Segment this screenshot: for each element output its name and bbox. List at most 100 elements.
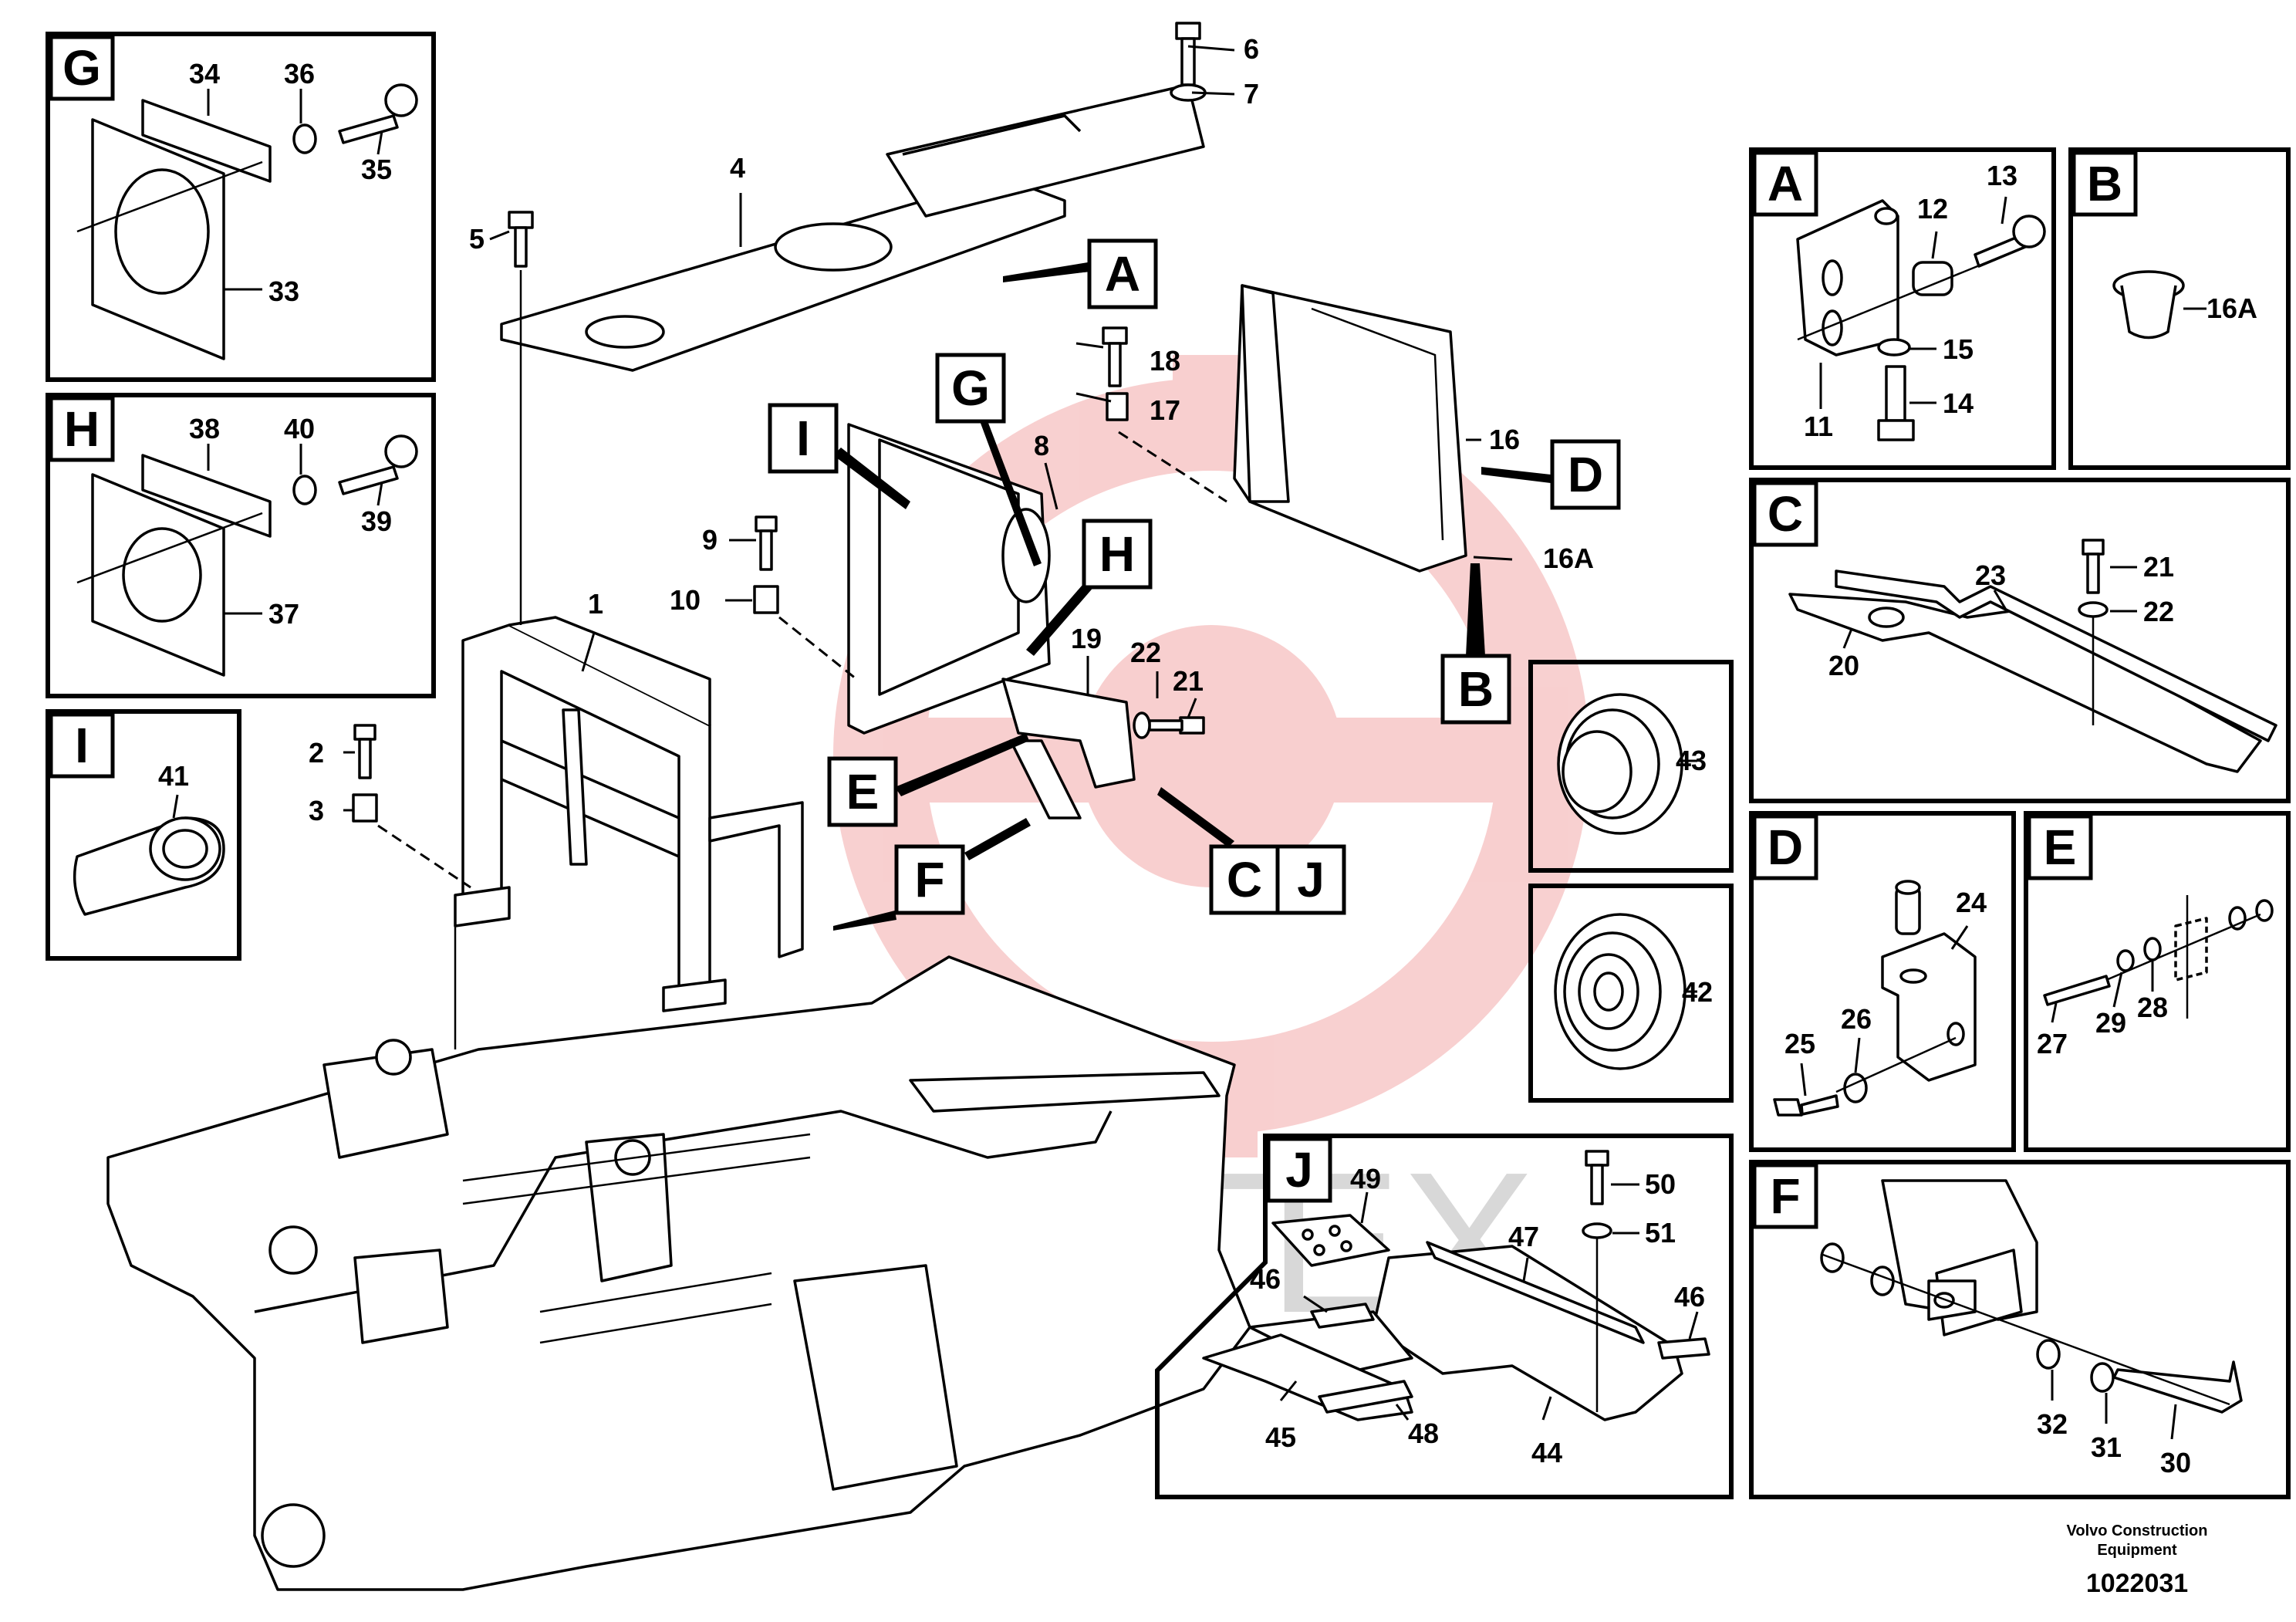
panel-A: A 12 13 15 14 11 [1749,147,2056,470]
label-42: 42 [1682,976,1713,1008]
label-19: 19 [1071,623,1102,654]
top-plate [500,83,1205,372]
label-28: 28 [2137,992,2168,1023]
label-47: 47 [1508,1221,1539,1252]
company-line-1: Volvo Construction [2067,1522,2208,1539]
panel-J: J 49 50 51 47 46 46 48 45 44 [1155,1134,1734,1499]
svg-text:A: A [1105,246,1140,302]
label-39: 39 [361,505,392,537]
panel-C: C 23 21 22 20 [1749,478,2291,803]
callout-H[interactable]: H [1026,519,1153,656]
label-24: 24 [1956,887,1987,918]
panel-B: B 16A [2068,147,2291,470]
callout-G[interactable]: G [935,353,1042,566]
label-25: 25 [1784,1028,1815,1059]
panel-E: E 27 29 28 [2024,811,2291,1152]
label-46-right: 46 [1674,1281,1705,1313]
company-line-2: Equipment [2097,1542,2177,1559]
callout-D[interactable]: D [1481,439,1621,510]
label-21: 21 [1173,665,1204,697]
svg-text:H: H [1099,526,1135,582]
panel-G: G 34 36 35 33 [46,32,436,382]
label-41: 41 [158,760,189,792]
panel-I: I 41 [46,709,241,961]
label-34: 34 [189,58,220,90]
label-35: 35 [361,154,392,185]
main-part-labels: 1 2 3 4 5 6 7 8 9 10 16 16A 17 18 19 21 … [309,33,1594,826]
label-11: 11 [1804,411,1833,442]
label-36: 36 [284,58,315,90]
label-10: 10 [670,584,701,616]
label-7: 7 [1244,78,1259,110]
label-40: 40 [284,413,315,444]
svg-text:C: C [1227,852,1262,907]
footer: Volvo Construction Equipment 1022031 [2067,1522,2208,1598]
label-5: 5 [469,223,485,255]
panel-H: H 38 40 39 37 [46,393,436,698]
label-50: 50 [1645,1168,1676,1200]
panel-F: F 32 31 30 [1749,1160,2291,1499]
label-22: 22 [1130,637,1161,668]
svg-text:F: F [914,852,944,907]
svg-text:J: J [1285,1142,1313,1198]
svg-text:C: C [1768,486,1803,542]
right-cover-panel [1233,284,1467,573]
svg-text:H: H [64,401,100,457]
label-44: 44 [1531,1437,1562,1468]
label-18: 18 [1150,345,1180,377]
label-4: 4 [730,152,745,184]
label-51: 51 [1645,1217,1676,1249]
label-49: 49 [1350,1163,1381,1195]
label-6: 6 [1244,33,1259,65]
callout-F[interactable]: F [833,818,1031,931]
callout-CJ[interactable]: C J [1157,787,1346,915]
svg-text:B: B [2087,156,2122,211]
label-29: 29 [2095,1007,2126,1039]
label-1: 1 [588,588,603,620]
label-32: 32 [2037,1408,2068,1440]
label-15: 15 [1943,333,1974,365]
svg-text:E: E [846,764,880,819]
label-43: 43 [1676,745,1707,776]
main-frame-drawing [106,955,1251,1591]
label-14: 14 [1943,387,1974,419]
label-46-left: 46 [1250,1263,1281,1295]
panel-D: D 24 26 25 [1749,811,2016,1152]
callout-A[interactable]: A [1003,238,1158,309]
label-16: 16 [1489,424,1520,455]
label-26: 26 [1841,1003,1872,1035]
label-31: 31 [2091,1431,2122,1463]
label-9: 9 [702,524,718,556]
label-37: 37 [268,598,299,630]
label-21-c: 21 [2143,551,2174,583]
label-3: 3 [309,795,324,826]
label-13: 13 [1987,160,2017,191]
callout-I[interactable]: I [768,403,910,509]
label-8: 8 [1034,430,1049,461]
label-22-c: 22 [2143,596,2174,627]
label-20: 20 [1828,650,1859,681]
svg-text:I: I [75,718,89,773]
label-16A: 16A [1543,542,1594,574]
svg-text:I: I [796,411,810,466]
label-48: 48 [1408,1418,1439,1449]
label-12: 12 [1917,193,1948,225]
label-38: 38 [189,413,220,444]
label-17: 17 [1150,394,1180,426]
main-fasteners [352,22,1227,1049]
label-45: 45 [1265,1421,1296,1453]
stand-frame [454,616,804,1012]
svg-text:E: E [2044,819,2077,875]
label-23: 23 [1975,559,2006,591]
label-16A-b: 16A [2207,292,2257,324]
callout-B[interactable]: B [1440,563,1511,725]
svg-text:B: B [1458,661,1494,717]
label-2: 2 [309,737,324,769]
label-33: 33 [268,275,299,307]
label-27: 27 [2037,1028,2068,1059]
svg-text:J: J [1297,852,1325,907]
callout-E[interactable]: E [827,733,1029,827]
svg-text:D: D [1568,447,1603,502]
svg-text:D: D [1768,819,1803,875]
